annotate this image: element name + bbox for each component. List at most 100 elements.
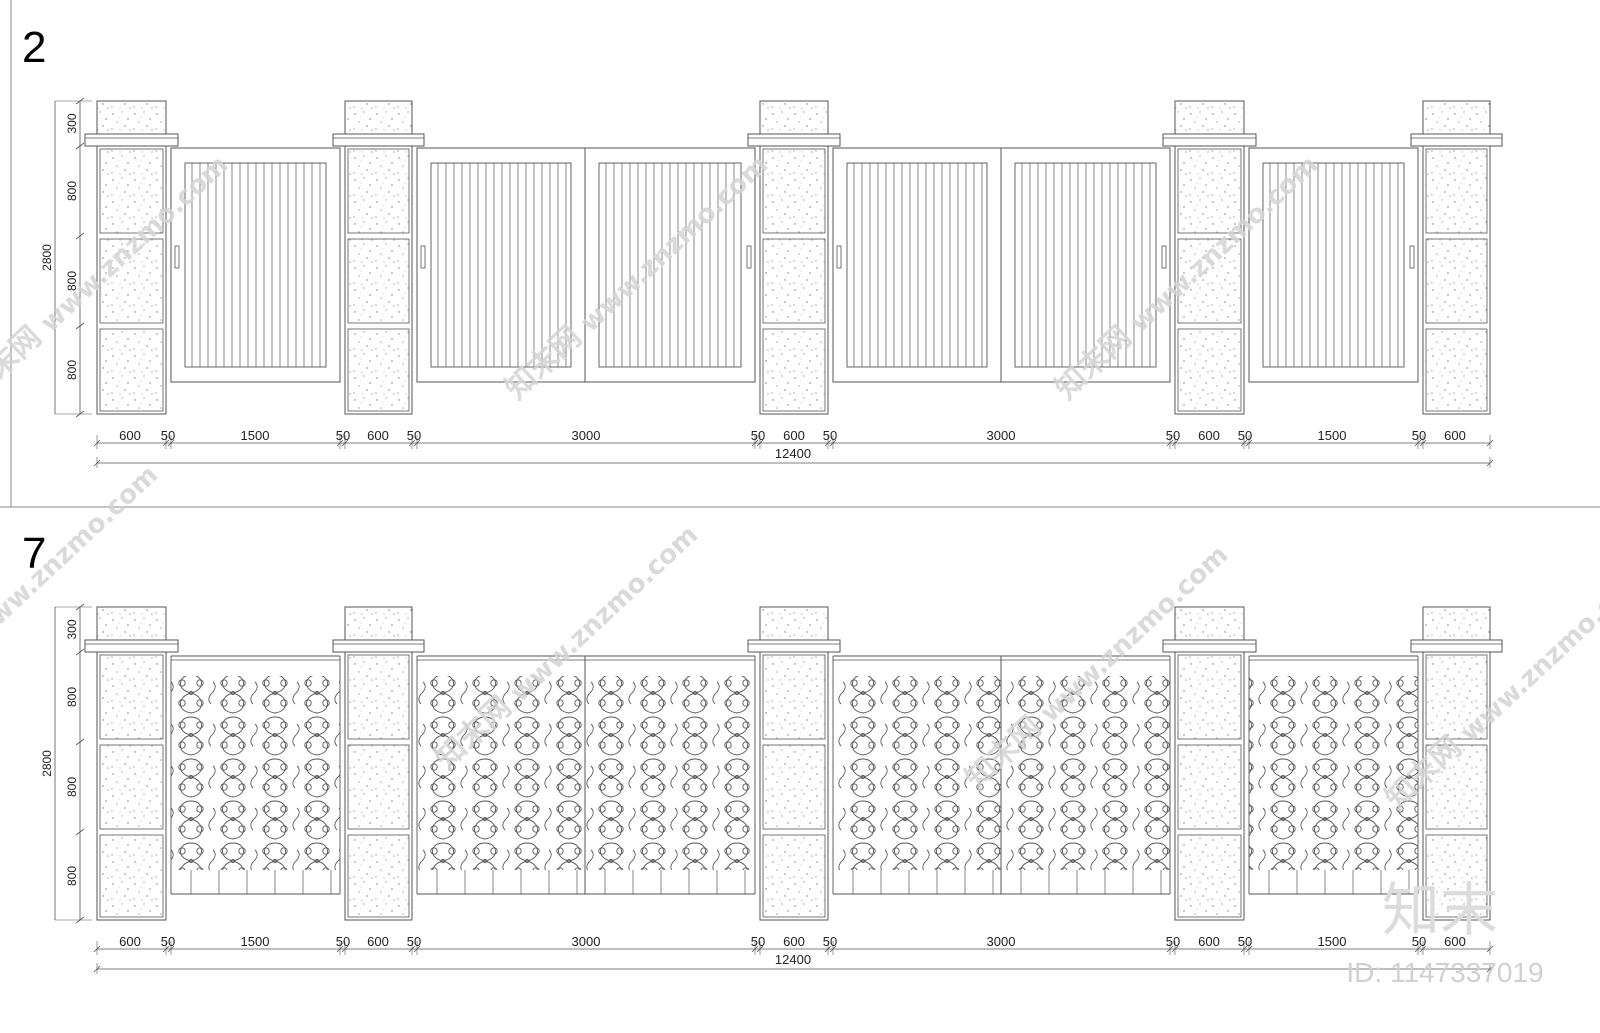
width-segment-label: 50 xyxy=(1238,428,1252,443)
dim-tick xyxy=(1486,439,1494,447)
width-segment-label: 50 xyxy=(823,428,837,443)
width-segment-label: 50 xyxy=(1238,934,1252,949)
stone-panel xyxy=(99,148,164,234)
column-cap-slab xyxy=(1162,639,1257,653)
width-segment-label: 600 xyxy=(783,934,805,949)
column-cap xyxy=(344,606,413,641)
height-segment-label: 800 xyxy=(65,271,79,291)
gate-handle xyxy=(420,245,426,269)
width-segment-label: 3000 xyxy=(572,934,601,949)
dim-tick xyxy=(413,945,421,953)
dim-tick xyxy=(75,738,85,746)
column-cap-slab xyxy=(1410,639,1503,653)
dim-tick xyxy=(93,945,101,953)
dim-tick xyxy=(75,232,85,240)
width-segment-label: 600 xyxy=(367,934,389,949)
ornamental-scroll-infill xyxy=(1001,676,1170,870)
dim-tick xyxy=(1245,945,1253,953)
width-segment-label: 600 xyxy=(1198,934,1220,949)
ornamental-scroll-infill xyxy=(833,676,1001,870)
dim-tick xyxy=(751,439,759,447)
dim-tick xyxy=(408,439,416,447)
column-cap xyxy=(759,100,829,135)
width-segment-label: 50 xyxy=(751,934,765,949)
width-segment-label: 50 xyxy=(751,428,765,443)
width-segment-label: 600 xyxy=(1444,934,1466,949)
stone-panel xyxy=(1177,328,1242,412)
gate-handle xyxy=(746,245,752,269)
panel-number: 7 xyxy=(22,529,46,578)
stone-panel xyxy=(1177,744,1242,830)
stone-panel xyxy=(347,328,410,412)
watermark-brand-text: 知末网 xyxy=(0,320,48,407)
dim-tick xyxy=(75,97,85,105)
width-segment-label: 50 xyxy=(336,428,350,443)
stone-panel xyxy=(1425,654,1488,740)
stone-panel xyxy=(347,148,410,234)
dim-tick xyxy=(413,439,421,447)
column-cap-slab xyxy=(1410,133,1503,147)
dim-tick xyxy=(751,945,759,953)
dim-tick xyxy=(1486,459,1494,467)
dim-tick xyxy=(756,945,764,953)
dim-tick xyxy=(756,439,764,447)
stone-panel xyxy=(1177,834,1242,918)
height-segment-label: 300 xyxy=(65,113,79,133)
stone-panel xyxy=(1177,654,1242,740)
width-segment-label: 600 xyxy=(783,428,805,443)
stone-panel xyxy=(347,238,410,324)
dim-tick xyxy=(1171,945,1179,953)
dim-tick xyxy=(75,828,85,836)
width-segment-label: 1500 xyxy=(241,428,270,443)
width-segment-label: 50 xyxy=(1412,934,1426,949)
dim-tick xyxy=(167,945,175,953)
column-cap xyxy=(1422,606,1491,641)
dim-tick xyxy=(1166,439,1174,447)
width-segment-label: 50 xyxy=(823,934,837,949)
dim-tick xyxy=(162,439,170,447)
column-cap-slab xyxy=(747,639,841,653)
height-total-label: 2800 xyxy=(40,244,54,271)
height-total-label: 2800 xyxy=(40,750,54,777)
width-segment-label: 1500 xyxy=(241,934,270,949)
gate-inner-frame xyxy=(184,162,327,368)
gate-handle xyxy=(1409,245,1415,269)
panel-number: 2 xyxy=(22,23,46,72)
stone-panel xyxy=(347,834,410,918)
stone-panel xyxy=(1177,148,1242,234)
stone-panel xyxy=(762,328,826,412)
dim-tick xyxy=(1166,945,1174,953)
column-cap xyxy=(759,606,829,641)
column-cap-slab xyxy=(332,133,425,147)
ornamental-scroll-infill xyxy=(417,676,585,870)
width-segment-label: 50 xyxy=(161,934,175,949)
dim-tick xyxy=(162,945,170,953)
width-segment-label: 1500 xyxy=(1318,934,1347,949)
width-segment-label: 1500 xyxy=(1318,428,1347,443)
height-segment-label: 800 xyxy=(65,687,79,707)
stone-panel xyxy=(99,238,164,324)
column-cap-slab xyxy=(1162,133,1257,147)
dim-tick xyxy=(1486,965,1494,973)
dim-tick xyxy=(93,965,101,973)
width-segment-label: 600 xyxy=(367,428,389,443)
stone-panel xyxy=(99,834,164,918)
column-cap xyxy=(1174,606,1245,641)
stone-panel xyxy=(347,654,410,740)
dim-tick xyxy=(75,410,85,418)
dim-tick xyxy=(1414,439,1422,447)
gate-inner-frame xyxy=(430,162,572,368)
width-total-label: 12400 xyxy=(775,446,811,461)
stone-panel xyxy=(347,744,410,830)
column-cap-slab xyxy=(747,133,841,147)
dim-tick xyxy=(75,916,85,924)
watermark-logo-text: 知末 xyxy=(1382,876,1498,944)
dim-tick xyxy=(75,648,85,656)
height-segment-label: 800 xyxy=(65,360,79,380)
dim-tick xyxy=(1171,439,1179,447)
width-total-label: 12400 xyxy=(775,952,811,967)
dim-tick xyxy=(336,439,344,447)
dim-tick xyxy=(75,142,85,150)
width-segment-label: 50 xyxy=(1166,934,1180,949)
width-segment-label: 50 xyxy=(407,934,421,949)
